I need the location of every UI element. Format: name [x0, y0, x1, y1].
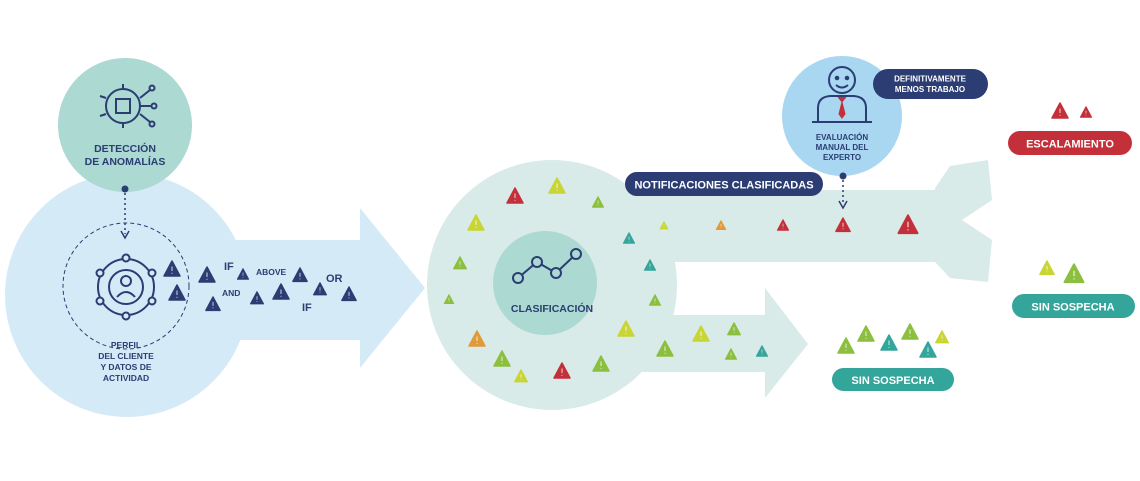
- profile-label: ACTIVIDAD: [103, 373, 149, 383]
- warning-icon: [857, 325, 875, 342]
- warning-icon: [1039, 260, 1055, 276]
- escalation-outcome: ESCALAMIENTO: [1008, 102, 1132, 155]
- rules-area: IF ABOVE AND OR IF: [163, 260, 357, 314]
- rule-keyword: ABOVE: [256, 267, 287, 277]
- customer-profile-node: PERFIL DEL CLIENTE Y DATOS DE ACTIVIDAD: [62, 222, 190, 383]
- less-work-badge: DEFINITIVAMENTE MENOS TRABAJO: [873, 69, 988, 99]
- warning-icon: [837, 337, 855, 354]
- no-suspicion-outcome-bottom: SIN SOSPECHA: [832, 323, 954, 391]
- warning-icon: [1079, 106, 1093, 118]
- detection-label: DE ANOMALÍAS: [85, 155, 166, 168]
- chip-gear-icon: [99, 84, 158, 128]
- less-work-label: MENOS TRABAJO: [895, 85, 965, 94]
- detection-label: DETECCIÓN: [94, 142, 156, 155]
- profile-section: [5, 173, 425, 417]
- manual-review-label: EVALUACIÓN: [816, 133, 869, 142]
- no-suspicion-outcome-top: SIN SOSPECHA: [1012, 260, 1135, 318]
- no-suspicion-label: SIN SOSPECHA: [851, 375, 934, 387]
- classification-label: CLASIFICACIÓN: [511, 302, 593, 315]
- manual-review-label: MANUAL DEL: [816, 143, 869, 152]
- classified-notifications-badge: NOTIFICACIONES CLASIFICADAS: [625, 172, 823, 196]
- less-work-label: DEFINITIVAMENTE: [894, 75, 967, 84]
- rule-keyword: OR: [326, 273, 343, 285]
- warning-icon: [880, 334, 898, 351]
- warning-icon: [934, 330, 950, 344]
- manual-review-node: EVALUACIÓN MANUAL DEL EXPERTO: [782, 56, 902, 210]
- line-chart-icon: [512, 248, 582, 284]
- escalation-label: ESCALAMIENTO: [1026, 139, 1114, 151]
- warning-icon: [919, 341, 937, 358]
- rule-keyword: AND: [222, 288, 240, 298]
- warning-icon: [901, 323, 919, 340]
- manual-review-label: EXPERTO: [823, 153, 861, 162]
- warning-icon: [1063, 263, 1085, 284]
- classified-notifications-label: NOTIFICACIONES CLASIFICADAS: [634, 180, 813, 192]
- expert-person-icon: [812, 66, 872, 123]
- profile-label: Y DATOS DE: [100, 362, 151, 372]
- rule-keyword: IF: [302, 302, 312, 314]
- profile-label: PERFIL: [111, 340, 141, 350]
- warning-icon: [1051, 102, 1069, 119]
- user-network-icon: [95, 253, 157, 321]
- rule-keyword: IF: [224, 261, 234, 273]
- anomaly-detection-node: DETECCIÓN DE ANOMALÍAS: [58, 58, 192, 240]
- no-suspicion-label: SIN SOSPECHA: [1031, 302, 1114, 314]
- profile-label: DEL CLIENTE: [98, 351, 154, 361]
